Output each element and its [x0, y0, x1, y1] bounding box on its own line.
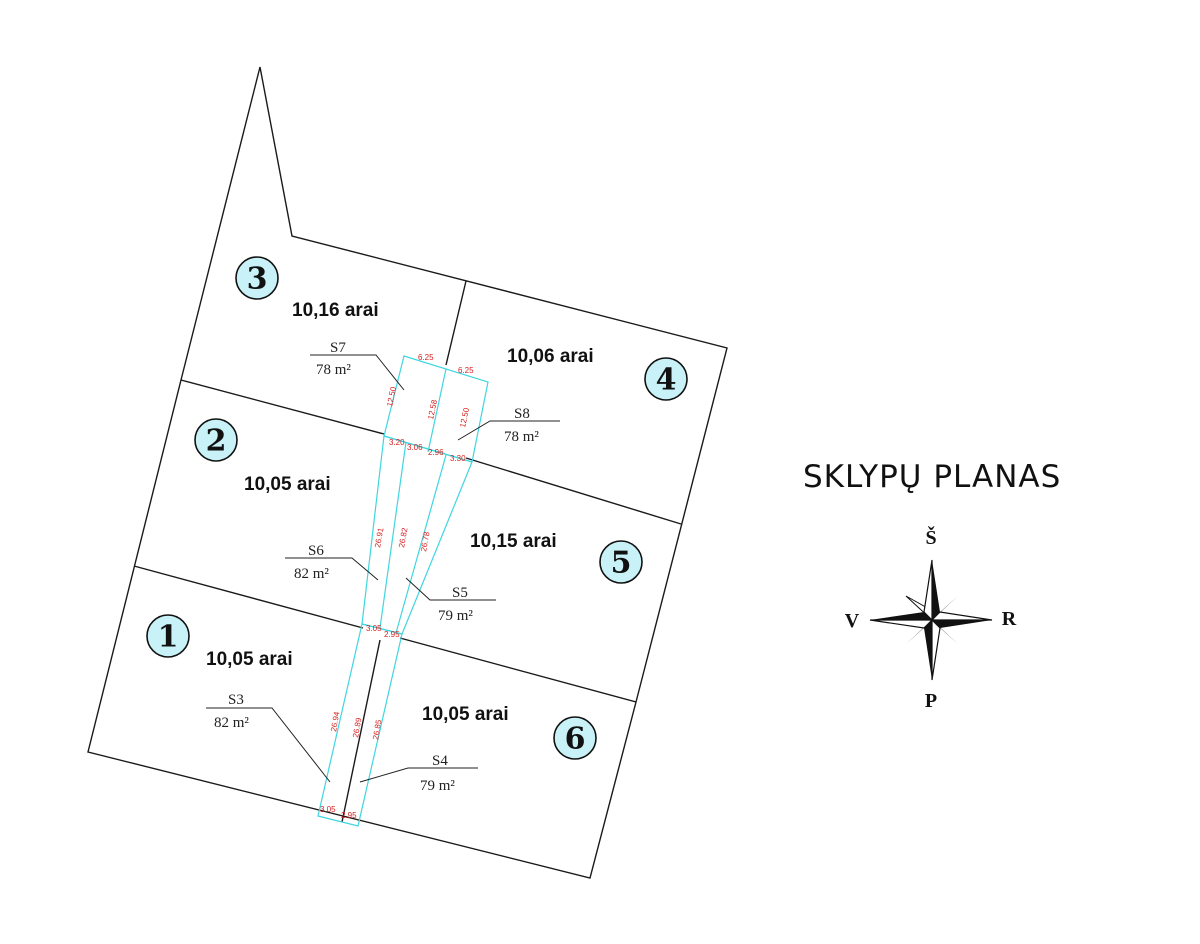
- easement-lower-strip: [317, 623, 403, 827]
- svg-text:S4: S4: [432, 753, 448, 769]
- lot-area-2: 10,05 arai: [244, 474, 331, 495]
- svg-text:82 m²: 82 m²: [294, 566, 329, 582]
- easement-label-s7: S7 78 m²: [310, 340, 405, 391]
- dim-row2-d: 3.30: [450, 454, 466, 463]
- dim-low-left: 26.94: [329, 711, 341, 733]
- divider-3-4: [445, 280, 467, 366]
- lot-area-5: 10,15 arai: [470, 531, 557, 552]
- plan-title: SKLYPŲ PLANAS: [803, 459, 1061, 495]
- easement-label-s8: S8 78 m²: [457, 406, 560, 445]
- compass-south-label: P: [925, 690, 937, 712]
- lot-area-6: 10,05 arai: [422, 704, 509, 725]
- dim-mid-center: 26.82: [397, 527, 409, 549]
- svg-text:S5: S5: [452, 585, 468, 601]
- dim-top-right: 6.25: [458, 366, 474, 375]
- easement-label-s4: S4 79 m²: [359, 753, 478, 794]
- divider-4-5: [465, 457, 682, 525]
- svg-text:4: 4: [656, 363, 677, 398]
- lot-number-2: 2: [194, 418, 238, 462]
- outer-boundary: [87, 66, 728, 879]
- easement-label-s3: S3 82 m²: [206, 692, 331, 783]
- svg-text:S3: S3: [228, 692, 244, 708]
- dim-mid-left: 26.91: [373, 527, 385, 549]
- lot-number-5: 5: [599, 540, 643, 584]
- divider-1-6: [341, 639, 381, 823]
- dim-side-mid: 12.58: [426, 398, 439, 420]
- divider-3-2: [180, 379, 385, 435]
- dim-low-right: 26.85: [371, 719, 383, 741]
- dim-row2-a: 3.20: [389, 438, 405, 447]
- divider-5-6: [399, 637, 637, 703]
- svg-text:82 m²: 82 m²: [214, 715, 249, 731]
- dim-side-s7: 12.50: [385, 385, 398, 407]
- svg-text:78 m²: 78 m²: [316, 362, 351, 378]
- easement-label-s5: S5 79 m²: [405, 577, 496, 624]
- easement-mid-line-a: [379, 441, 407, 629]
- divider-2-1: [133, 565, 364, 629]
- svg-text:S7: S7: [330, 340, 346, 356]
- lot-number-3: 3: [235, 256, 279, 300]
- easement-top-mid: [427, 368, 447, 453]
- compass-rose-icon: [869, 559, 993, 681]
- dim-row3-a: 3.05: [366, 624, 382, 633]
- compass-west-label: V: [845, 610, 860, 632]
- dim-row2-b: 3.06: [407, 443, 423, 452]
- lot-area-1: 10,05 arai: [206, 649, 293, 670]
- compass-east-label: R: [1002, 608, 1017, 630]
- svg-text:2: 2: [206, 424, 227, 459]
- svg-text:78 m²: 78 m²: [504, 429, 539, 445]
- svg-text:S8: S8: [514, 406, 530, 422]
- svg-text:5: 5: [611, 546, 632, 581]
- lot-area-3: 10,16 arai: [292, 300, 379, 321]
- lot-number-1: 1: [146, 614, 190, 658]
- svg-text:1: 1: [158, 620, 179, 655]
- easement-mid-line-b: [395, 454, 447, 634]
- lot-number-6: 6: [553, 716, 597, 760]
- lot-number-4: 4: [644, 357, 688, 401]
- dim-bottom-a: 3.05: [320, 805, 336, 814]
- svg-text:6: 6: [565, 722, 586, 757]
- dim-row3-b: 2.95: [384, 630, 400, 639]
- easement-label-s6: S6 82 m²: [285, 543, 379, 582]
- svg-text:79 m²: 79 m²: [420, 778, 455, 794]
- svg-text:S6: S6: [308, 543, 324, 559]
- dim-row2-c: 2.96: [428, 448, 444, 457]
- dim-top-left: 6.25: [418, 353, 434, 362]
- dim-low-center: 26.89: [351, 717, 363, 739]
- svg-text:79 m²: 79 m²: [438, 608, 473, 624]
- dim-bottom-b: 2.95: [341, 811, 357, 820]
- lot-area-4: 10,06 arai: [507, 346, 594, 367]
- compass-north-label: Š: [925, 525, 936, 549]
- dim-mid-right: 26.78: [419, 531, 431, 553]
- svg-text:3: 3: [247, 262, 268, 297]
- dim-side-s8: 12.50: [458, 406, 471, 428]
